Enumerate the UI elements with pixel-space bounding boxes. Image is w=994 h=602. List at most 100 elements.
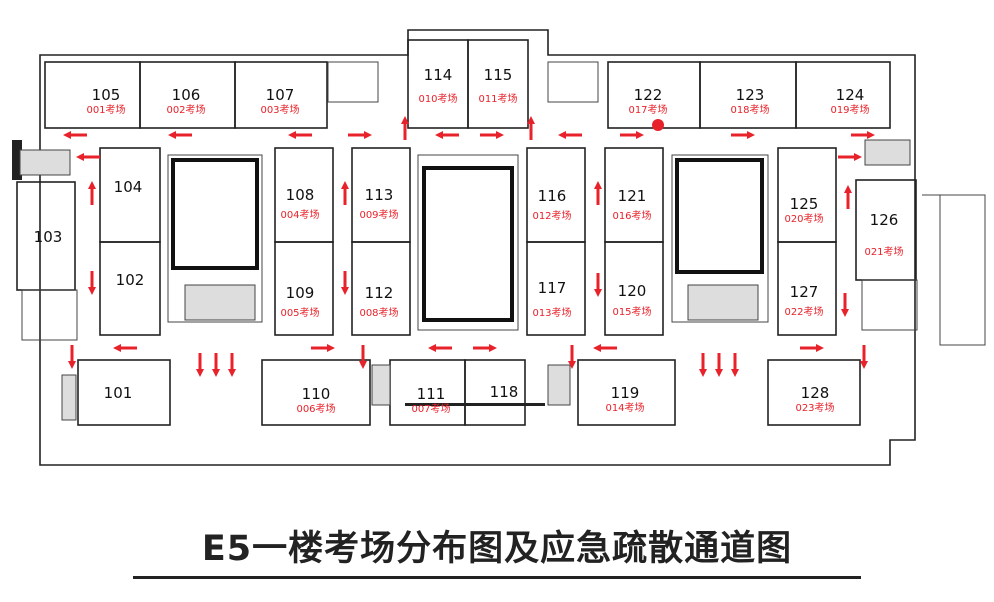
exam-room-label: 023考场 [795, 401, 834, 414]
room-number: 107 [266, 86, 295, 104]
room-113 [351, 147, 411, 243]
room-109 [274, 241, 334, 336]
room-119 [577, 359, 676, 426]
room-number: 111 [417, 385, 446, 403]
room-number: 127 [790, 283, 819, 301]
room-number: 123 [736, 86, 765, 104]
stairs [184, 284, 256, 321]
exam-room-label: 020考场 [784, 212, 823, 225]
room-number: 128 [801, 384, 830, 402]
exam-room-label: 019考场 [830, 103, 869, 116]
exam-room-label: 010考场 [418, 92, 457, 105]
stairs [547, 364, 571, 406]
stairs [864, 139, 911, 166]
room-number: 103 [34, 228, 63, 246]
evacuation-arrow-down [731, 353, 739, 377]
exam-room-label: 006考场 [296, 402, 335, 415]
exam-room-label: 005考场 [280, 306, 319, 319]
exam-room-label: 004考场 [280, 208, 319, 221]
annex-outline [922, 194, 986, 346]
exam-room-label: 009考场 [359, 208, 398, 221]
evacuation-arrow-right [311, 344, 335, 352]
room-127 [777, 241, 837, 336]
exam-room-label: 011考场 [478, 92, 517, 105]
evacuation-arrow-left [113, 344, 137, 352]
evacuation-arrow-down [568, 345, 576, 369]
courtyard [422, 166, 514, 322]
evacuation-arrow-left [435, 131, 459, 139]
evacuation-arrow-up [844, 185, 852, 209]
room-number: 121 [618, 187, 647, 205]
evacuation-arrow-down [841, 293, 849, 317]
evacuation-arrow-down [699, 353, 707, 377]
evacuation-arrow-left [76, 153, 100, 161]
room-number: 109 [286, 284, 315, 302]
evacuation-arrow-up [341, 181, 349, 205]
courtyard-frame [417, 154, 519, 331]
room-number: 116 [538, 187, 567, 205]
room-number: 118 [490, 383, 519, 401]
evacuation-arrow-up [527, 116, 535, 140]
evacuation-arrow-left [593, 344, 617, 352]
exam-room-label: 003考场 [260, 103, 299, 116]
exam-room-label: 022考场 [784, 305, 823, 318]
evacuation-arrow-right [838, 153, 862, 161]
room-128 [767, 359, 861, 426]
restroom [861, 279, 918, 331]
room-number: 113 [365, 186, 394, 204]
room-115 [467, 39, 529, 129]
page-title: E5一楼考场分布图及应急疏散通道图 [201, 529, 793, 569]
exam-room-label: 021考场 [864, 245, 903, 258]
entrance-step [405, 403, 545, 406]
room-126 [855, 179, 917, 281]
room-121 [604, 147, 664, 243]
floor-plan-drawing: 105001考场106002考场107003考场108004考场109005考场… [12, 29, 986, 466]
room-114 [407, 39, 469, 129]
room-number: 117 [538, 279, 567, 297]
stairs [687, 284, 759, 321]
evacuation-arrow-right [473, 344, 497, 352]
room-number: 110 [302, 385, 331, 403]
evacuation-arrow-down [228, 353, 236, 377]
evacuation-arrow-right [620, 131, 644, 139]
room-118 [464, 359, 526, 426]
evacuation-arrow-left [63, 131, 87, 139]
evacuation-arrow-left [168, 131, 192, 139]
room-124 [795, 61, 891, 129]
evacuation-arrow-left [288, 131, 312, 139]
evacuation-arrow-down [359, 345, 367, 369]
courtyard-frame [671, 154, 769, 323]
exam-room-label: 012考场 [532, 209, 571, 222]
room-number: 115 [484, 66, 513, 84]
title-underline [133, 576, 861, 579]
room-number: 119 [611, 384, 640, 402]
evacuation-arrow-down [212, 353, 220, 377]
restroom [327, 61, 379, 103]
stairs [371, 364, 391, 406]
current-location-marker [652, 119, 664, 131]
evacuation-arrow-down [196, 353, 204, 377]
evacuation-arrow-left [428, 344, 452, 352]
room-number: 122 [634, 86, 663, 104]
evacuation-arrow-left [558, 131, 582, 139]
evacuation-arrow-up [88, 181, 96, 205]
evacuation-arrow-up [401, 116, 409, 140]
exam-room-label: 001考场 [86, 103, 125, 116]
room-110 [261, 359, 371, 426]
restroom [547, 61, 599, 103]
evacuation-arrow-down [594, 273, 602, 297]
room-number: 102 [116, 271, 145, 289]
room-107 [234, 61, 328, 129]
room-number: 120 [618, 282, 647, 300]
room-number: 114 [424, 66, 453, 84]
room-number: 108 [286, 186, 315, 204]
west-wall-segment [12, 140, 22, 180]
exam-room-label: 015考场 [612, 305, 651, 318]
room-number: 125 [790, 195, 819, 213]
exam-room-label: 008考场 [359, 306, 398, 319]
evacuation-arrow-right [800, 344, 824, 352]
room-number: 126 [870, 211, 899, 229]
exam-room-label: 007考场 [411, 402, 450, 415]
room-number: 106 [172, 86, 201, 104]
